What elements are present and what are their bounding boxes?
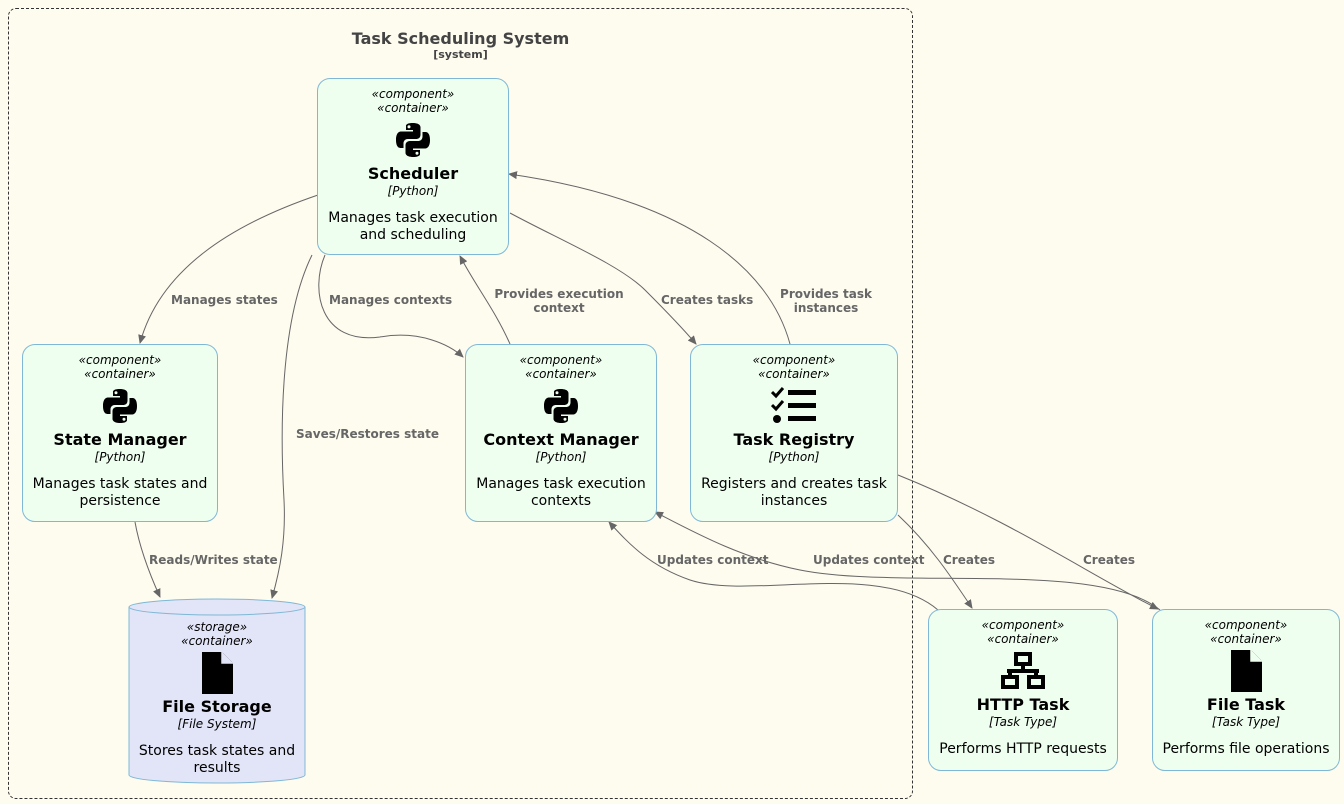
file-task-stereotype-component: «component» bbox=[1204, 618, 1288, 632]
file-storage-node[interactable]: «storage» «container» File Storage [File… bbox=[129, 620, 305, 777]
checklist-icon bbox=[691, 386, 897, 426]
edge-updates-context-http bbox=[608, 521, 939, 611]
context-manager-technology: [Python] bbox=[535, 450, 587, 464]
scheduler-name: Scheduler bbox=[367, 164, 459, 183]
http-task-description: Performs HTTP requests bbox=[939, 741, 1107, 757]
state-manager-node[interactable]: «component» «container» State Manager [P… bbox=[22, 344, 218, 522]
file-task-technology: [Task Type] bbox=[1211, 715, 1281, 729]
scheduler-node[interactable]: «component» «container» Scheduler [Pytho… bbox=[317, 78, 509, 255]
http-task-technology: [Task Type] bbox=[988, 715, 1058, 729]
label-provides-task-instances: Provides task instances bbox=[780, 287, 872, 315]
scheduler-stereotype-container: «container» bbox=[377, 101, 449, 115]
python-icon bbox=[23, 386, 217, 426]
file-storage-description: Stores task states and results bbox=[138, 743, 296, 776]
edge-updates-context-file bbox=[654, 511, 1161, 611]
file-task-description: Performs file operations bbox=[1162, 741, 1330, 757]
context-manager-node[interactable]: «component» «container» Context Manager … bbox=[465, 344, 657, 522]
label-provides-task-instances-line2: instances bbox=[793, 301, 859, 315]
context-manager-stereotype-container: «container» bbox=[525, 367, 597, 381]
state-manager-stereotype-container: «container» bbox=[84, 367, 156, 381]
edge-reads-writes-state bbox=[134, 521, 161, 598]
label-creates-file: Creates bbox=[1083, 553, 1135, 567]
context-manager-name: Context Manager bbox=[483, 430, 639, 449]
context-manager-description: Manages task execution contexts bbox=[476, 476, 646, 509]
task-registry-description: Registers and creates task instances bbox=[701, 476, 887, 509]
system-boundary bbox=[8, 8, 913, 799]
http-task-stereotype-container: «container» bbox=[987, 632, 1059, 646]
file-icon bbox=[1153, 650, 1339, 692]
state-manager-technology: [Python] bbox=[94, 450, 146, 464]
file-storage-cylinder bbox=[128, 598, 306, 784]
system-subtitle: [system] bbox=[433, 48, 488, 61]
label-manages-states: Manages states bbox=[171, 293, 278, 307]
context-manager-stereotype-component: «component» bbox=[519, 353, 603, 367]
file-storage-stereotype-storage: «storage» bbox=[186, 620, 248, 634]
task-registry-stereotype-container: «container» bbox=[758, 367, 830, 381]
label-provides-execution-context-line2: context bbox=[533, 301, 585, 315]
file-storage-technology: [File System] bbox=[177, 717, 257, 731]
edge-creates-tasks bbox=[509, 212, 697, 345]
label-provides-task-instances-line1: Provides task bbox=[780, 287, 872, 301]
network-icon bbox=[929, 651, 1117, 691]
label-updates-context-http: Updates context bbox=[657, 553, 769, 567]
task-registry-name: Task Registry bbox=[733, 430, 855, 449]
file-task-name: File Task bbox=[1206, 695, 1286, 714]
edge-manages-states bbox=[138, 194, 319, 344]
python-icon bbox=[318, 120, 508, 160]
state-manager-name: State Manager bbox=[53, 430, 187, 449]
file-icon bbox=[129, 652, 305, 694]
edge-provides-task-instances bbox=[508, 171, 791, 345]
label-reads-writes-state: Reads/Writes state bbox=[149, 553, 278, 567]
system-title: Task Scheduling System bbox=[351, 29, 570, 48]
edge-creates-http bbox=[897, 514, 973, 609]
label-saves-restores-state: Saves/Restores state bbox=[296, 427, 439, 441]
task-registry-technology: [Python] bbox=[768, 450, 820, 464]
task-registry-node[interactable]: «component» «container» Task Registry [P… bbox=[690, 344, 898, 522]
http-task-stereotype-component: «component» bbox=[981, 618, 1065, 632]
label-provides-execution-context: Provides execution context bbox=[494, 287, 624, 315]
http-task-node[interactable]: «component» «container» HTTP Task [Task … bbox=[928, 609, 1118, 771]
scheduler-description: Manages task execution and scheduling bbox=[328, 210, 498, 243]
label-manages-contexts: Manages contexts bbox=[329, 293, 453, 307]
label-creates-tasks: Creates tasks bbox=[661, 293, 754, 307]
file-task-stereotype-container: «container» bbox=[1210, 632, 1282, 646]
edge-manages-contexts bbox=[318, 254, 464, 358]
state-manager-stereotype-component: «component» bbox=[78, 353, 162, 367]
task-registry-stereotype-component: «component» bbox=[752, 353, 836, 367]
state-manager-description: Manages task states and persistence bbox=[32, 476, 208, 509]
scheduler-stereotype-component: «component» bbox=[371, 87, 455, 101]
scheduler-technology: [Python] bbox=[387, 184, 439, 198]
label-creates-http: Creates bbox=[943, 553, 995, 567]
edge-creates-file bbox=[897, 474, 1159, 610]
file-storage-stereotype-container: «container» bbox=[181, 634, 253, 648]
http-task-name: HTTP Task bbox=[976, 695, 1070, 714]
edge-provides-execution-context bbox=[459, 255, 511, 345]
edge-saves-restores-state bbox=[270, 254, 313, 599]
file-task-node[interactable]: «component» «container» File Task [Task … bbox=[1152, 609, 1340, 771]
file-storage-name: File Storage bbox=[162, 697, 272, 716]
python-icon bbox=[466, 386, 656, 426]
label-updates-context-file: Updates context bbox=[813, 553, 925, 567]
label-provides-execution-context-line1: Provides execution bbox=[494, 287, 624, 301]
